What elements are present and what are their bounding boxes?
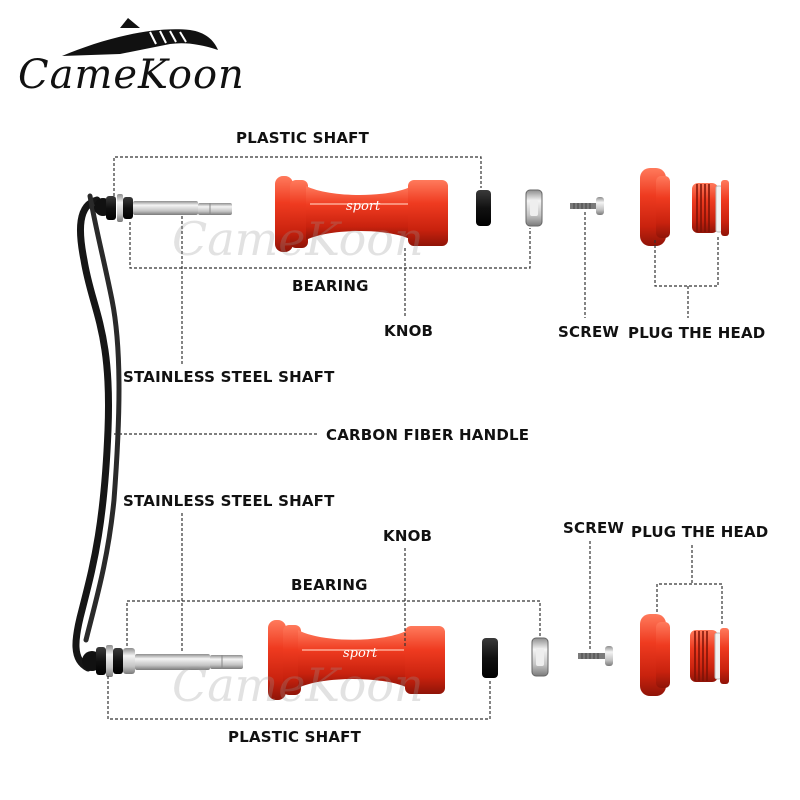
label-top-plug-the-head: PLUG THE HEAD — [628, 324, 766, 342]
label-bottom-knob: KNOB — [383, 527, 433, 545]
label-bottom-plastic-shaft: PLASTIC SHAFT — [228, 728, 362, 746]
top-stainless-steel-shaft — [94, 194, 232, 222]
label-bottom-bearing: BEARING — [291, 576, 368, 594]
label-top-bearing: BEARING — [292, 277, 369, 295]
bottom-plug-head-cap — [640, 614, 670, 696]
bottom-screw — [578, 646, 613, 666]
label-bottom-screw: SCREW — [563, 519, 625, 537]
label-bottom-plug-the-head: PLUG THE HEAD — [631, 523, 769, 541]
bottom-plug-head-thread — [690, 628, 729, 684]
label-carbon-fiber-handle: CARBON FIBER HANDLE — [326, 426, 530, 444]
top-bearing — [525, 189, 543, 227]
brand-fish-logo — [62, 18, 218, 56]
brand-wordmark: CameKoon — [18, 52, 245, 98]
label-top-screw: SCREW — [558, 323, 620, 341]
bottom-knob — [268, 620, 445, 700]
top-knob-engraving: sport — [346, 199, 381, 214]
watermark-bottom: CameKoon — [172, 658, 424, 712]
label-bottom-stainless-steel-shaft: STAINLESS STEEL SHAFT — [123, 492, 335, 510]
bottom-plastic-bushing — [482, 638, 498, 678]
top-plug-head-cap — [640, 168, 670, 246]
label-top-plastic-shaft: PLASTIC SHAFT — [236, 129, 370, 147]
watermark-top: CameKoon — [172, 212, 424, 266]
leader-lines — [107, 156, 723, 720]
top-knob — [275, 176, 448, 252]
label-top-stainless-steel-shaft: STAINLESS STEEL SHAFT — [123, 368, 335, 386]
top-plug-head-thread — [692, 180, 729, 236]
top-plastic-bushing — [476, 190, 491, 226]
bottom-stainless-steel-shaft — [82, 645, 243, 677]
bottom-knob-engraving: sport — [343, 646, 378, 661]
label-top-knob: KNOB — [384, 322, 434, 340]
bottom-bearing — [531, 637, 549, 677]
carbon-fiber-handle — [72, 193, 122, 672]
top-screw — [570, 197, 604, 215]
